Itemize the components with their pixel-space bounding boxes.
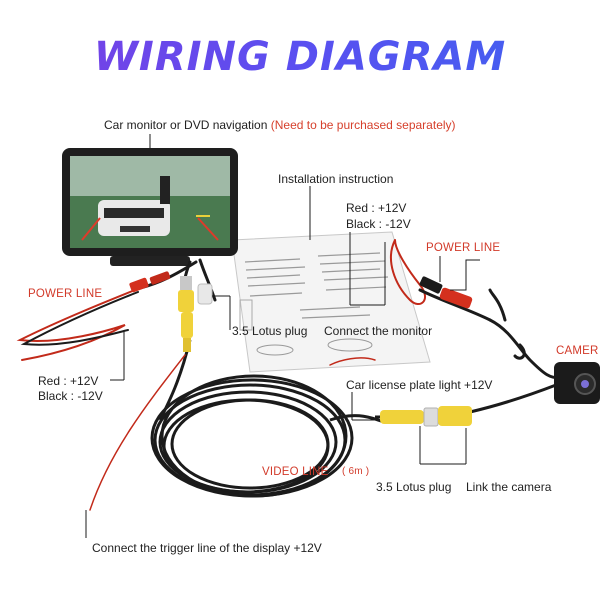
- diagram-title: WIRING DIAGRAM: [0, 34, 600, 80]
- video-line-label: VIDEO LINE: [262, 466, 329, 478]
- link-camera-label: Link the camera: [466, 480, 552, 494]
- power-line-right-label: POWER LINE: [426, 242, 501, 254]
- connect-monitor-label: Connect the monitor: [324, 324, 433, 338]
- power-line-left-label: POWER LINE: [28, 288, 103, 300]
- right-power-plug: [419, 276, 473, 309]
- left-red-label: Red : +12V: [38, 374, 99, 388]
- trigger-line-label: Connect the trigger line of the display …: [92, 541, 322, 555]
- callout-lines: [85, 134, 480, 538]
- right-black-label: Black : -12V: [346, 217, 411, 231]
- monitor-label-text: Car monitor or DVD navigation: [104, 118, 268, 132]
- right-red-label: Red : +12V: [346, 201, 407, 215]
- left-power-plug: [129, 271, 171, 293]
- left-black-label: Black : -12V: [38, 389, 103, 403]
- lotus-plug-label-1: 3.5 Lotus plug: [232, 324, 308, 338]
- instruction-sheet: [231, 231, 431, 373]
- video-cable-coil: [150, 339, 386, 498]
- monitor-note: (Need to be purchased separately): [270, 118, 456, 132]
- plate-light-label: Car license plate light +12V: [346, 378, 493, 392]
- car-monitor: [62, 148, 238, 266]
- monitor-label: Car monitor or DVD navigation (Need to b…: [104, 118, 456, 132]
- lotus-plug-label-2: 3.5 Lotus plug: [376, 480, 452, 494]
- video-length-label: ( 6m ): [342, 466, 370, 477]
- backup-camera: [554, 362, 600, 404]
- monitor-rca-plugs: [178, 276, 213, 352]
- camera-rca-connector: [375, 406, 472, 427]
- installation-label: Installation instruction: [278, 172, 394, 186]
- camera-label: CAMER: [556, 345, 599, 357]
